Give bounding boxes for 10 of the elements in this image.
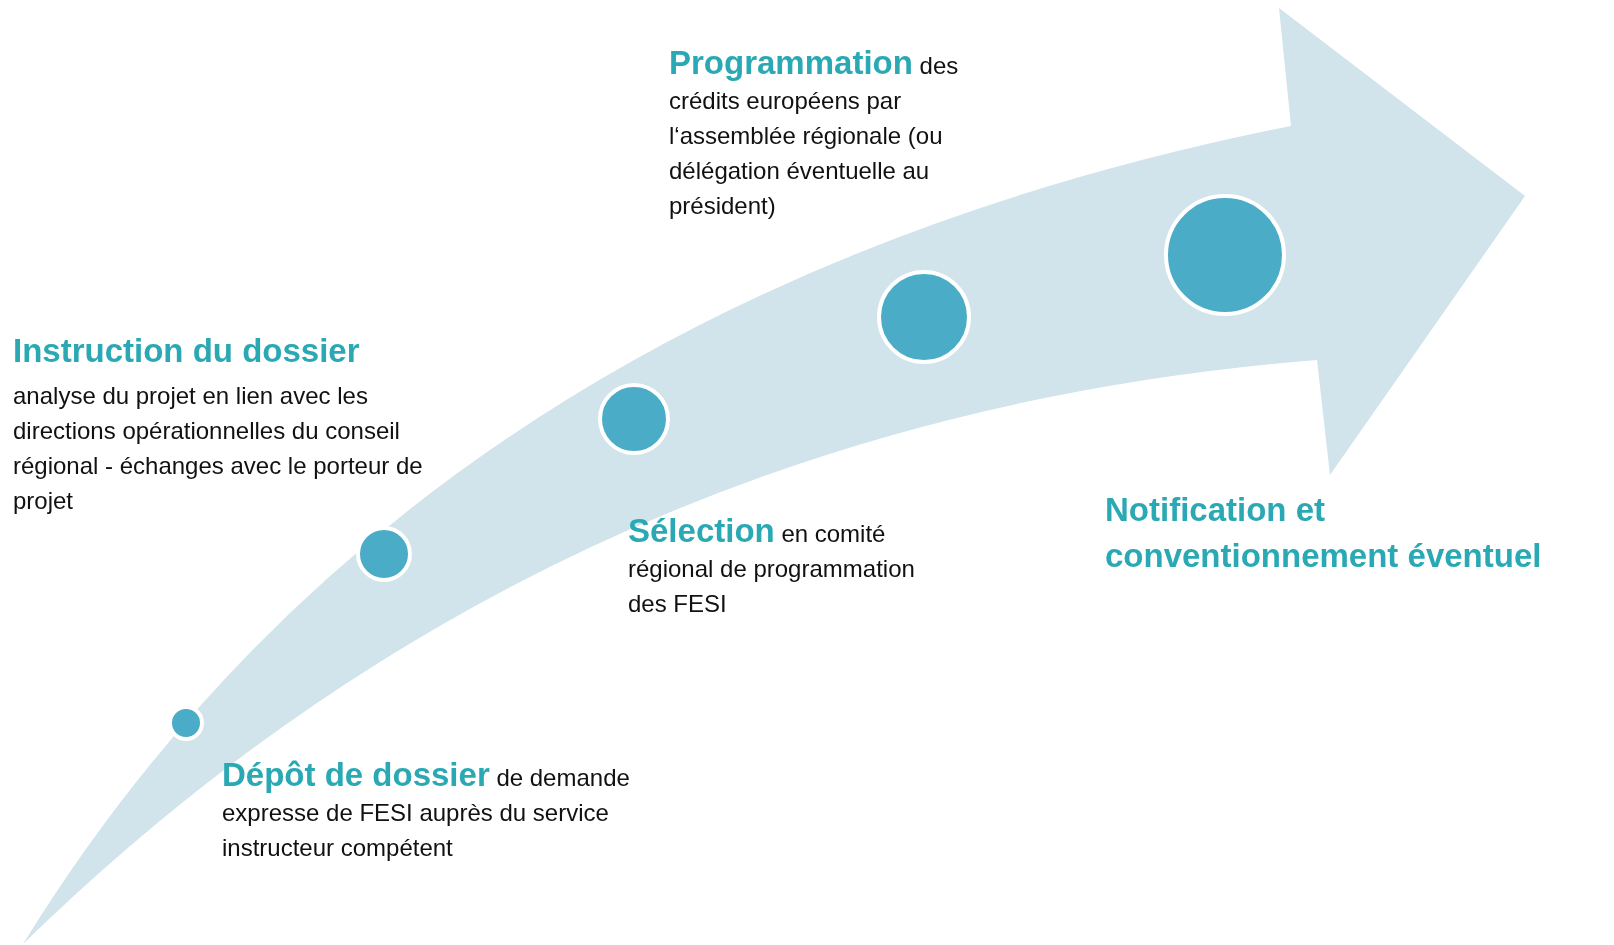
step-heading: Notification et conventionnement éventuel xyxy=(1105,490,1543,576)
step-description: Programmation des crédits européens par l‘assemblée régionale (ou délégation éventuelle au président) xyxy=(669,45,960,221)
step-description: Sélection en comité régional de programmation des FESI xyxy=(628,513,916,619)
step-heading: Instruction du dossier xyxy=(13,331,361,371)
step-circle xyxy=(1161,191,1289,319)
step-circle xyxy=(595,380,673,458)
step-circle xyxy=(353,523,415,585)
step-circle xyxy=(874,267,974,367)
step-description: Dépôt de dossier de demande expresse de FESI auprès du service instructeur compétent xyxy=(222,757,631,863)
step-description: analyse du projet en lien avec les directions opérationnelles du conseil régional - échanges avec le porteur de projet xyxy=(13,381,424,516)
